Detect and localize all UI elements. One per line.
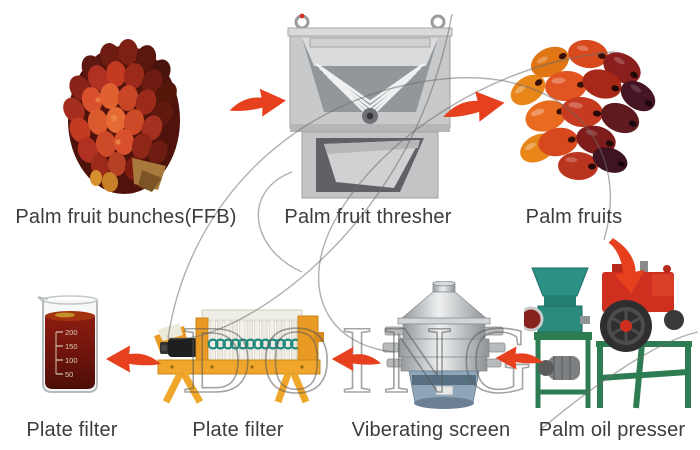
label-palm-fruits: Palm fruits <box>525 206 623 228</box>
plate-filter-image <box>152 298 324 411</box>
svg-text:100: 100 <box>65 356 78 365</box>
svg-text:50: 50 <box>65 370 73 379</box>
flow-arrow-fruits-to-presser <box>608 238 645 294</box>
svg-text:200: 200 <box>65 328 78 337</box>
beaker-graduations: 200 150 100 50 <box>55 328 78 379</box>
oil-beaker-image: 200 150 100 50 <box>34 294 104 403</box>
flow-arrow-filter-to-beaker <box>105 345 162 373</box>
label-palm-fruit-thresher: Palm fruit thresher <box>284 206 452 228</box>
flow-arrow-screen-to-filter <box>331 346 382 372</box>
label-vibrating-screen: Viberating screen <box>351 419 511 441</box>
svg-text:150: 150 <box>65 342 78 351</box>
palm-fruits-image <box>498 26 662 203</box>
label-palm-oil-presser: Palm oil presser <box>538 419 686 441</box>
flow-arrow-ffb-to-thresher <box>229 88 286 117</box>
label-filtered-oil-plate-filter: Plate filter <box>26 419 118 441</box>
vibrating-screen-image <box>381 280 507 416</box>
flow-arrow-presser-to-screen <box>495 346 544 370</box>
palm-fruit-bunch-image <box>54 30 194 207</box>
label-plate-filter: Plate filter <box>192 419 284 441</box>
palm-fruit-thresher-image <box>278 8 462 211</box>
label-palm-fruit-bunches: Palm fruit bunches(FFB) <box>15 206 237 228</box>
